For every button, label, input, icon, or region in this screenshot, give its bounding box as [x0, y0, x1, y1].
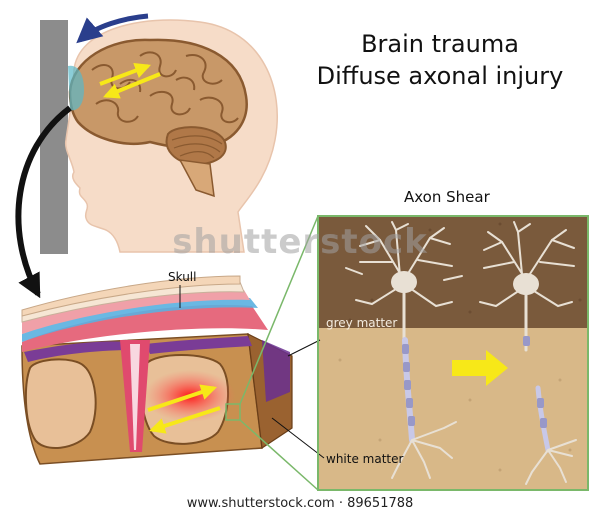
title-line-2: Diffuse axonal injury [316, 62, 564, 90]
footer-credit: www.shutterstock.com · 89651788 [186, 496, 414, 511]
white-matter-label: white matter [326, 452, 404, 466]
myelin-segments-2 [523, 336, 547, 428]
axon-shear-label: Axon Shear [404, 188, 490, 206]
brain-gyri [91, 51, 239, 124]
zoom-arrow-icon [15, 105, 72, 299]
axon-shear-inset [271, 215, 589, 491]
skull-label: Skull [168, 270, 197, 284]
motion-arrow-icon [76, 13, 149, 44]
title-line-1: Brain trauma [361, 30, 519, 58]
neuron-intact [345, 221, 463, 479]
rebound-arrows-head [99, 63, 161, 99]
shear-arrow-icon [452, 350, 508, 386]
grey-matter-label: grey matter [326, 316, 398, 330]
skull-cross-section [21, 275, 293, 465]
myelin-segments-1 [402, 344, 415, 426]
watermark: shutterstock [172, 222, 428, 262]
head-illustration [64, 19, 278, 253]
